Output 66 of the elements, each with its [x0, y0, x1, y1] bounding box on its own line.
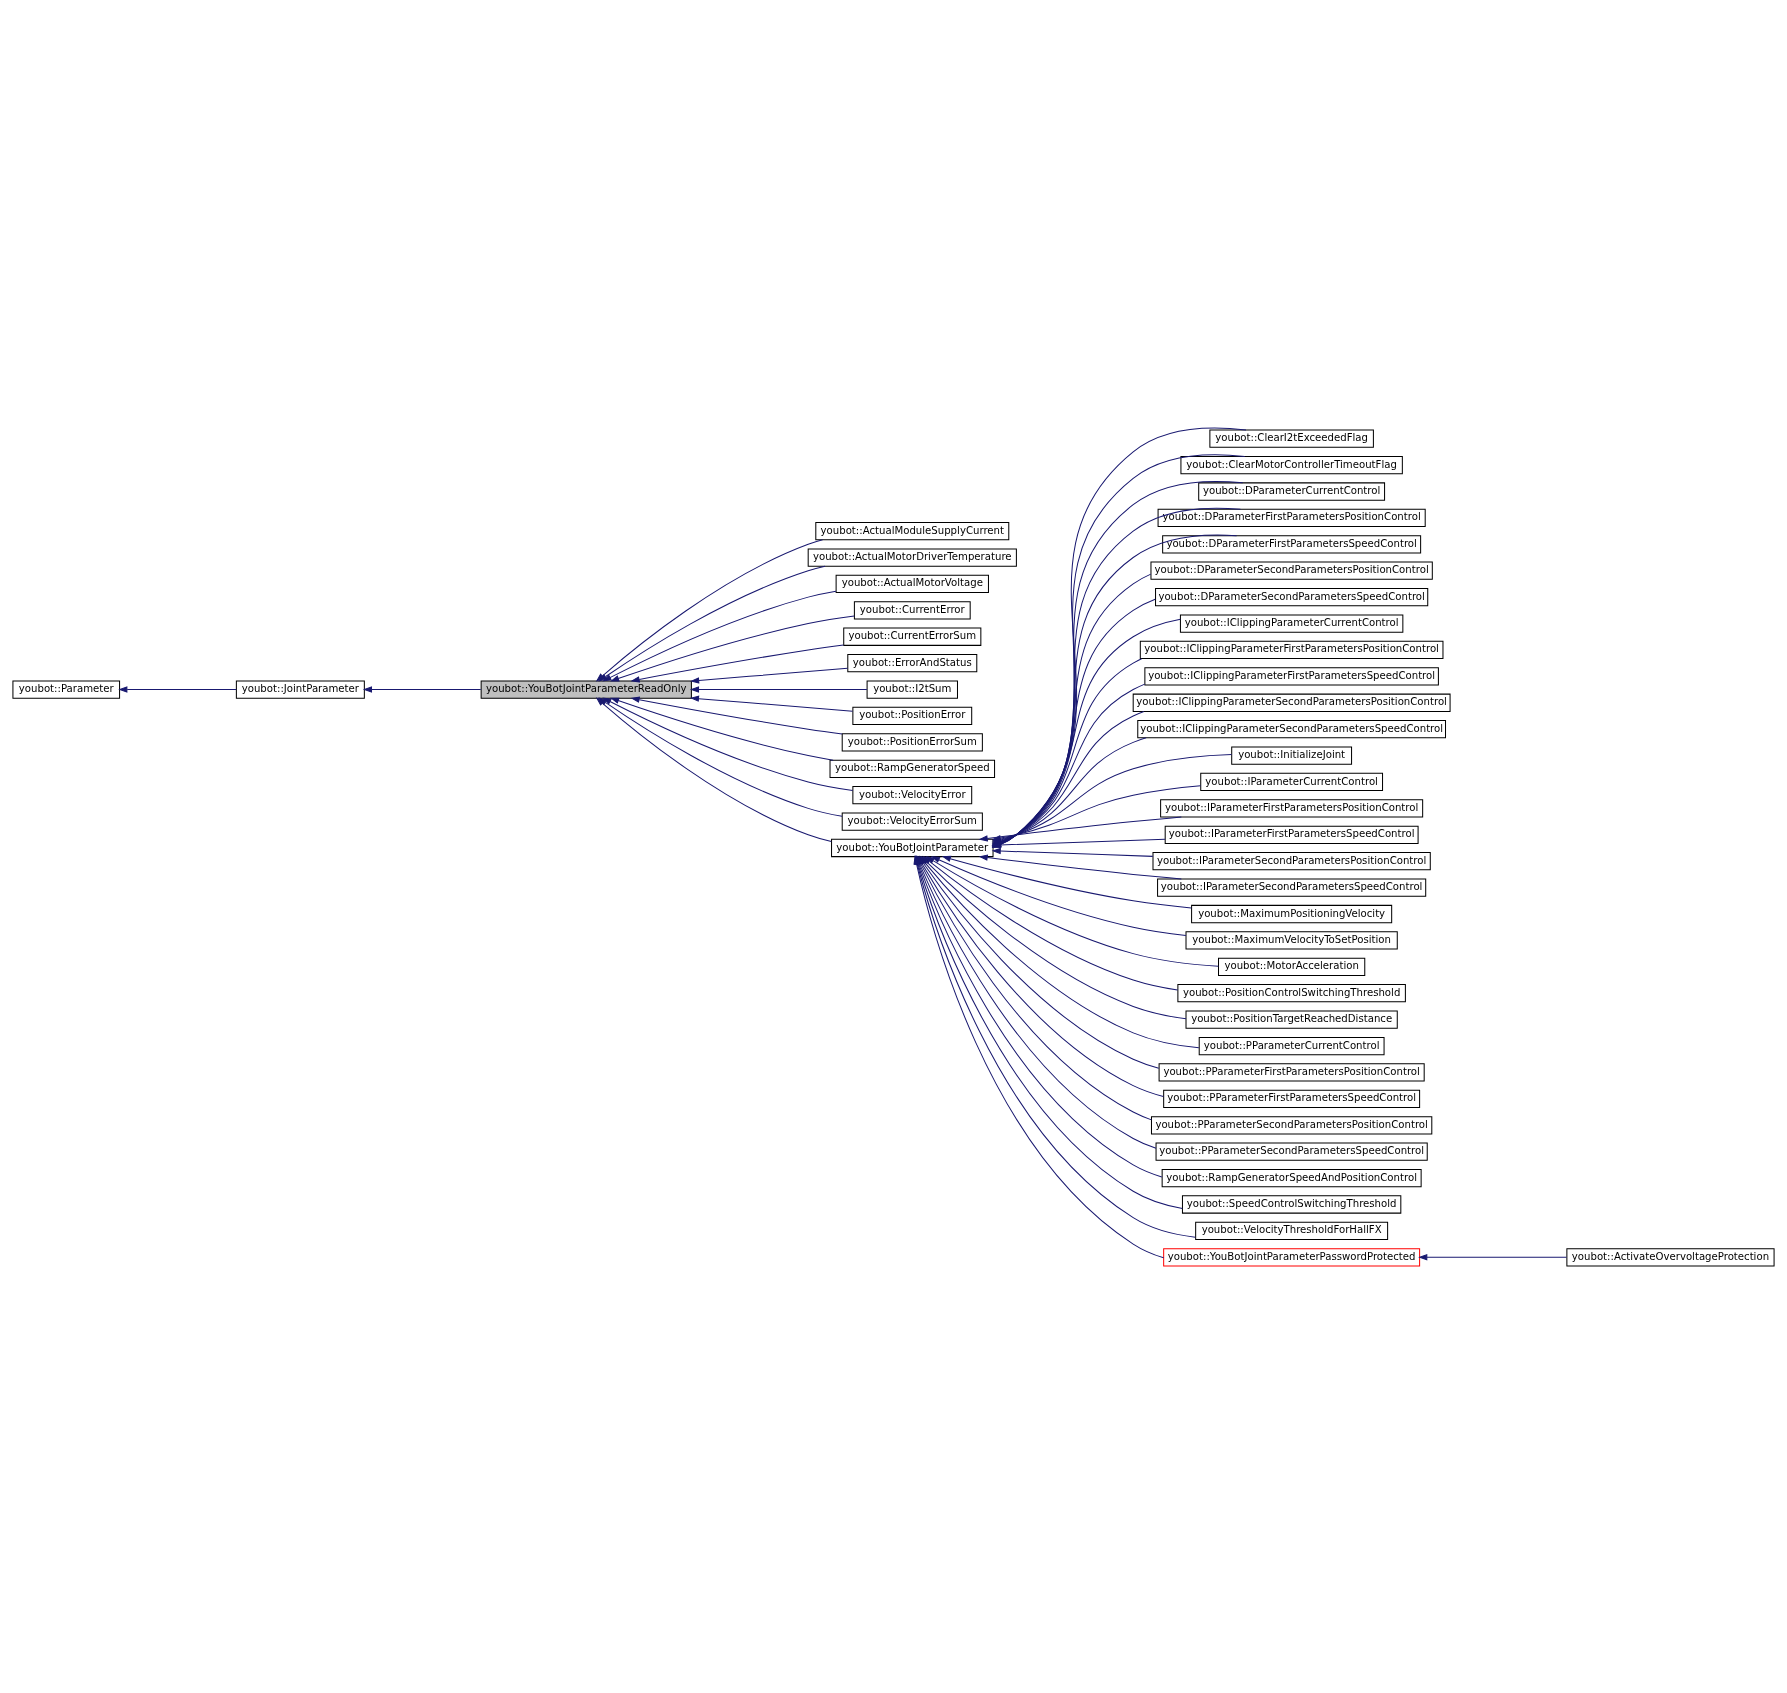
node-box: youbot::IParameterSecondParametersSpeedControl [1157, 877, 1427, 897]
node-box: youbot::ClearI2tExceededFlag [1209, 429, 1374, 448]
arrow [941, 855, 1192, 908]
node-box: youbot::DParameterFirstParametersSpeedControl [1162, 534, 1422, 553]
arrow [991, 847, 1154, 857]
arrow [978, 853, 1182, 879]
node-box: youbot::CurrentErrorSum [843, 627, 982, 646]
node-box: youbot::IParameterSecondParametersPositionControl [1152, 851, 1431, 870]
node-box: youbot::IClippingParameterFirstParametersSpeedControl [1144, 666, 1439, 685]
node-box: youbot::MaximumVelocityToSetPosition [1185, 930, 1398, 950]
arrow [1418, 1253, 1567, 1260]
arrow [689, 685, 868, 693]
node-box: youbot::PParameterSecondParametersPositionControl [1150, 1115, 1433, 1134]
node-box: youbot::IParameterFirstParametersSpeedControl [1164, 825, 1419, 844]
node-box: youbot::MotorAcceleration [1218, 957, 1366, 976]
node-box: youbot::VelocityThresholdForHallFX [1195, 1221, 1389, 1240]
node-box: youbot::IParameterCurrentControl [1200, 772, 1384, 791]
arrow [689, 694, 854, 712]
arrow [630, 696, 843, 734]
node-box: youbot::Parameter [12, 679, 121, 699]
node-box: youbot::I2tSum [866, 679, 958, 699]
arrow [930, 855, 1187, 936]
node-box: youbot::PositionControlSwitchingThreshold [1177, 983, 1406, 1002]
arrow [690, 667, 849, 684]
node-box: youbot::DParameterSecondParametersPositionControl [1150, 561, 1433, 580]
node-box: youbot::DParameterSecondParametersSpeedControl [1155, 587, 1429, 606]
node-box: youbot::PositionErrorSum [841, 732, 983, 751]
node-box: youbot::DParameterCurrentControl [1198, 481, 1386, 501]
node-box: youbot::CurrentError [853, 600, 971, 619]
node-box: youbot::PositionTargetReachedDistance [1185, 1010, 1398, 1029]
arrow [118, 685, 237, 693]
node-box: youbot::IClippingParameterSecondParametersPositionControl [1132, 693, 1451, 712]
arrow [610, 697, 834, 761]
node-box: youbot::ActualModuleSupplyCurrent [815, 521, 1010, 540]
node-box: youbot::InitializeJoint [1231, 745, 1353, 765]
arrow [598, 565, 826, 682]
arrow [610, 614, 855, 681]
node-box: youbot::DParameterFirstParametersPositionControl [1157, 508, 1426, 527]
node-box: youbot::YouBotJointParameterReadOnly [480, 679, 692, 699]
node-box: youbot::YouBotJointParameterPasswordProtected [1163, 1247, 1421, 1266]
node-box: youbot::PParameterCurrentControl [1198, 1036, 1385, 1055]
node-box: youbot::ErrorAndStatus [847, 653, 978, 672]
arrow [362, 685, 482, 693]
node-box: youbot::PParameterFirstParametersSpeedControl [1163, 1089, 1421, 1108]
node-box: youbot::PositionError [852, 706, 973, 725]
node-box: youbot::PParameterFirstParametersPositionControl [1158, 1062, 1425, 1082]
arrow [602, 590, 837, 682]
node-box: youbot::ActivateOvervoltageProtection [1566, 1247, 1775, 1266]
node-box: youbot::IClippingParameterCurrentControl [1179, 613, 1404, 633]
node-box: youbot::ClearMotorControllerTimeoutFlag [1180, 455, 1403, 474]
node-box: youbot::PParameterSecondParametersSpeedControl [1155, 1142, 1428, 1161]
node-box: youbot::VelocityErrorSum [841, 811, 983, 831]
node-box: youbot::IParameterFirstParametersPositionControl [1160, 798, 1424, 818]
node-box: youbot::IClippingParameterFirstParametersPositionControl [1139, 640, 1444, 659]
arrow [602, 697, 854, 791]
node-box: youbot::ActualMotorDriverTemperature [807, 547, 1017, 567]
node-box: youbot::SpeedControlSwitchingThreshold [1181, 1194, 1402, 1214]
node-box: youbot::IClippingParameterSecondParametersSpeedControl [1137, 719, 1446, 738]
arrow [630, 643, 845, 683]
node-box: youbot::JointParameter [235, 679, 365, 699]
node-box: youbot::YouBotJointParameter [831, 838, 994, 857]
node-box: youbot::ActualMotorVoltage [835, 574, 989, 593]
node-box: youbot::VelocityError [852, 785, 973, 804]
node-box: youbot::MaximumPositioningVelocity [1191, 904, 1393, 923]
node-box: youbot::RampGeneratorSpeedAndPositionControl [1161, 1168, 1422, 1187]
node-box: youbot::RampGeneratorSpeed [829, 759, 996, 778]
